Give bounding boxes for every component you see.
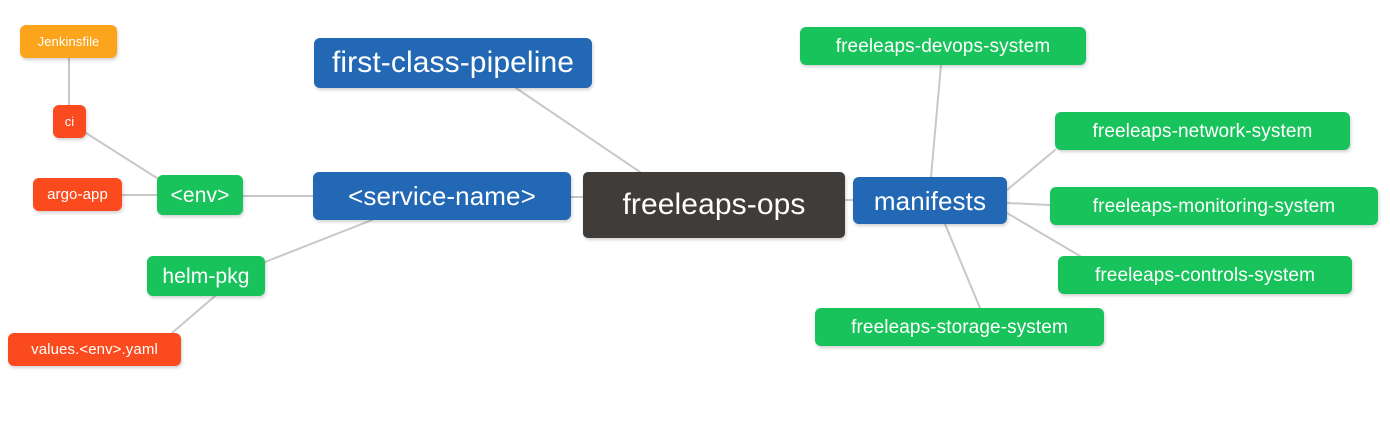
mindmap-node-freeleaps-controls-system[interactable]: freeleaps-controls-system — [1058, 256, 1352, 294]
edge-manifests-monitoring — [1006, 202, 1051, 206]
edge-helmpkg-servicename — [264, 219, 373, 263]
mindmap-node-env[interactable]: <env> — [157, 175, 243, 215]
edge-ci-env — [85, 132, 161, 181]
edge-pipeline-ops — [515, 87, 641, 173]
edge-manifests-storage — [944, 223, 981, 309]
mindmap-node-manifests[interactable]: manifests — [853, 177, 1007, 224]
edge-values-helmpkg — [171, 295, 216, 334]
edge-manifests-devops — [930, 64, 942, 178]
mindmap-node-argo-app[interactable]: argo-app — [33, 178, 122, 211]
mindmap-node-jenkinsfile[interactable]: Jenkinsfile — [20, 25, 117, 58]
mindmap-node-freeleaps-ops[interactable]: freeleaps-ops — [583, 172, 845, 238]
mindmap-node-freeleaps-storage-system[interactable]: freeleaps-storage-system — [815, 308, 1104, 346]
mindmap-node-freeleaps-monitoring-system[interactable]: freeleaps-monitoring-system — [1050, 187, 1378, 225]
mindmap-node-values-env-yaml[interactable]: values.<env>.yaml — [8, 333, 181, 366]
mindmap-node-helm-pkg[interactable]: helm-pkg — [147, 256, 265, 296]
mindmap-node-first-class-pipeline[interactable]: first-class-pipeline — [314, 38, 592, 88]
edge-manifests-network — [1006, 149, 1056, 191]
mindmap-node-freeleaps-devops-system[interactable]: freeleaps-devops-system — [800, 27, 1086, 65]
mindmap-node-freeleaps-network-system[interactable]: freeleaps-network-system — [1055, 112, 1350, 150]
mindmap-node-service-name[interactable]: <service-name> — [313, 172, 571, 220]
mindmap-node-ci[interactable]: ci — [53, 105, 86, 138]
